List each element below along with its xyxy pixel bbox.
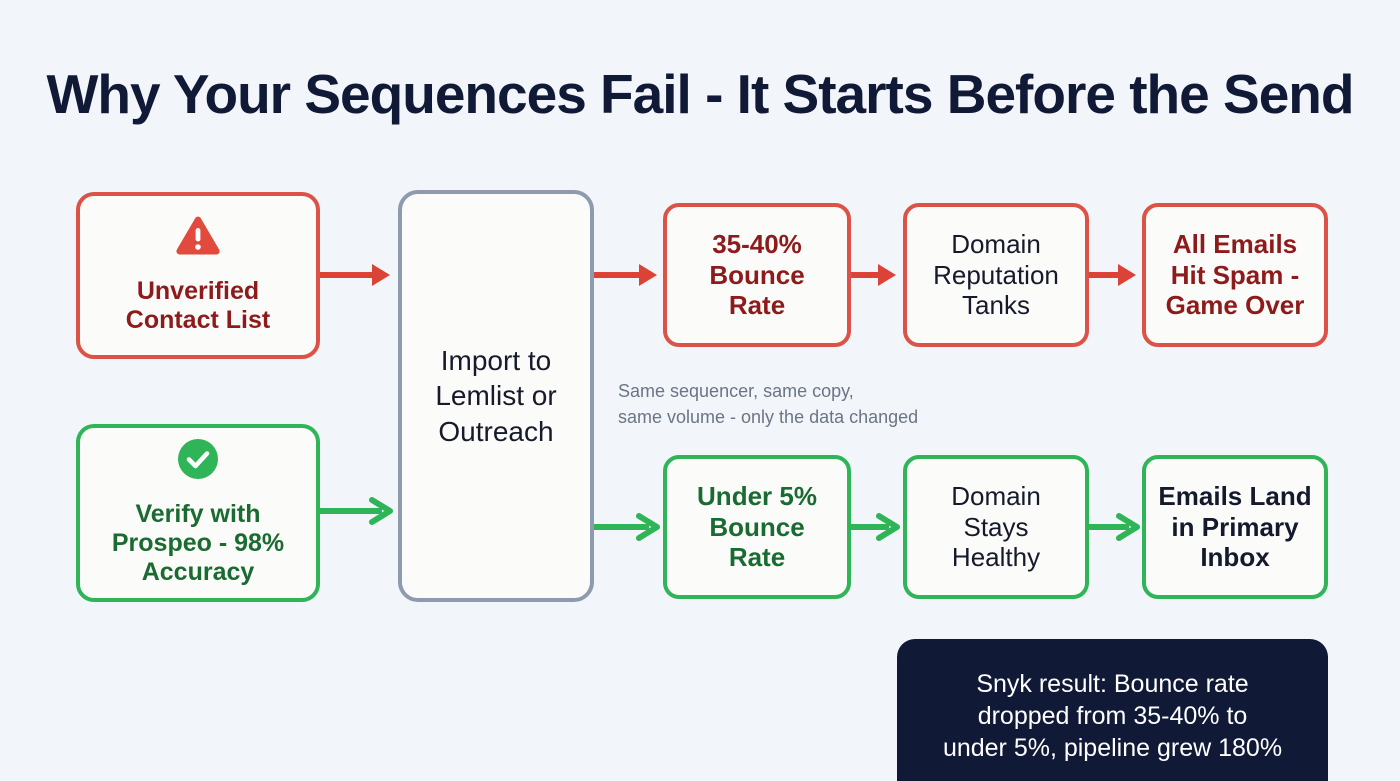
note-same-sequencer: Same sequencer, same copy, same volume -…	[618, 381, 919, 428]
warning-triangle-icon	[175, 215, 221, 263]
node-emails-land-in-primary-inbox[interactable]: Emails Land in Primary Inbox	[1142, 455, 1328, 599]
arrow-verified-to-import	[320, 497, 393, 525]
check-circle-icon	[177, 438, 219, 486]
node-domain-stays-healthy[interactable]: Domain Stays Healthy	[903, 455, 1089, 599]
node-label: Import to Lemlist or Outreach	[435, 344, 557, 447]
node-bounce-rate-high[interactable]: 35-40% Bounce Rate	[663, 203, 851, 347]
node-all-emails-hit-spam[interactable]: All Emails Hit Spam - Game Over	[1142, 203, 1328, 347]
node-import-to-lemlist-or-outreach[interactable]: Import to Lemlist or Outreach	[398, 190, 594, 602]
node-label: All Emails Hit Spam - Game Over	[1165, 229, 1305, 321]
page-title: Why Your Sequences Fail - It Starts Befo…	[46, 63, 1355, 125]
node-label: Domain Stays Healthy	[951, 481, 1041, 573]
result-callout: Snyk result: Bounce rate dropped from 35…	[897, 639, 1328, 781]
node-verify-with-prospeo[interactable]: Verify with Prospeo - 98% Accuracy	[76, 424, 320, 602]
node-label: Emails Land in Primary Inbox	[1158, 481, 1312, 573]
node-label: Domain Reputation Tanks	[933, 229, 1059, 321]
arrow-domain-healthy-to-inbox	[1089, 513, 1140, 541]
node-domain-reputation-tanks[interactable]: Domain Reputation Tanks	[903, 203, 1089, 347]
node-bounce-rate-low[interactable]: Under 5% Bounce Rate	[663, 455, 851, 599]
arrow-import-to-bounce-high	[594, 264, 657, 286]
arrow-domain-tank-to-spam	[1089, 264, 1136, 286]
arrow-unverified-to-import	[320, 264, 390, 286]
arrow-bounce-high-to-domain-tank	[851, 264, 896, 286]
arrow-import-to-bounce-low	[594, 513, 660, 541]
node-label: Verify with Prospeo - 98% Accuracy	[111, 499, 285, 587]
node-label: 35-40% Bounce Rate	[709, 229, 805, 321]
node-unverified-contact-list[interactable]: Unverified Contact List	[76, 192, 320, 359]
result-callout-text: Snyk result: Bounce rate dropped from 35…	[942, 670, 1283, 762]
node-label: Unverified Contact List	[125, 277, 271, 335]
node-label: Under 5% Bounce Rate	[697, 481, 817, 573]
arrow-bounce-low-to-domain-healthy	[851, 513, 900, 541]
